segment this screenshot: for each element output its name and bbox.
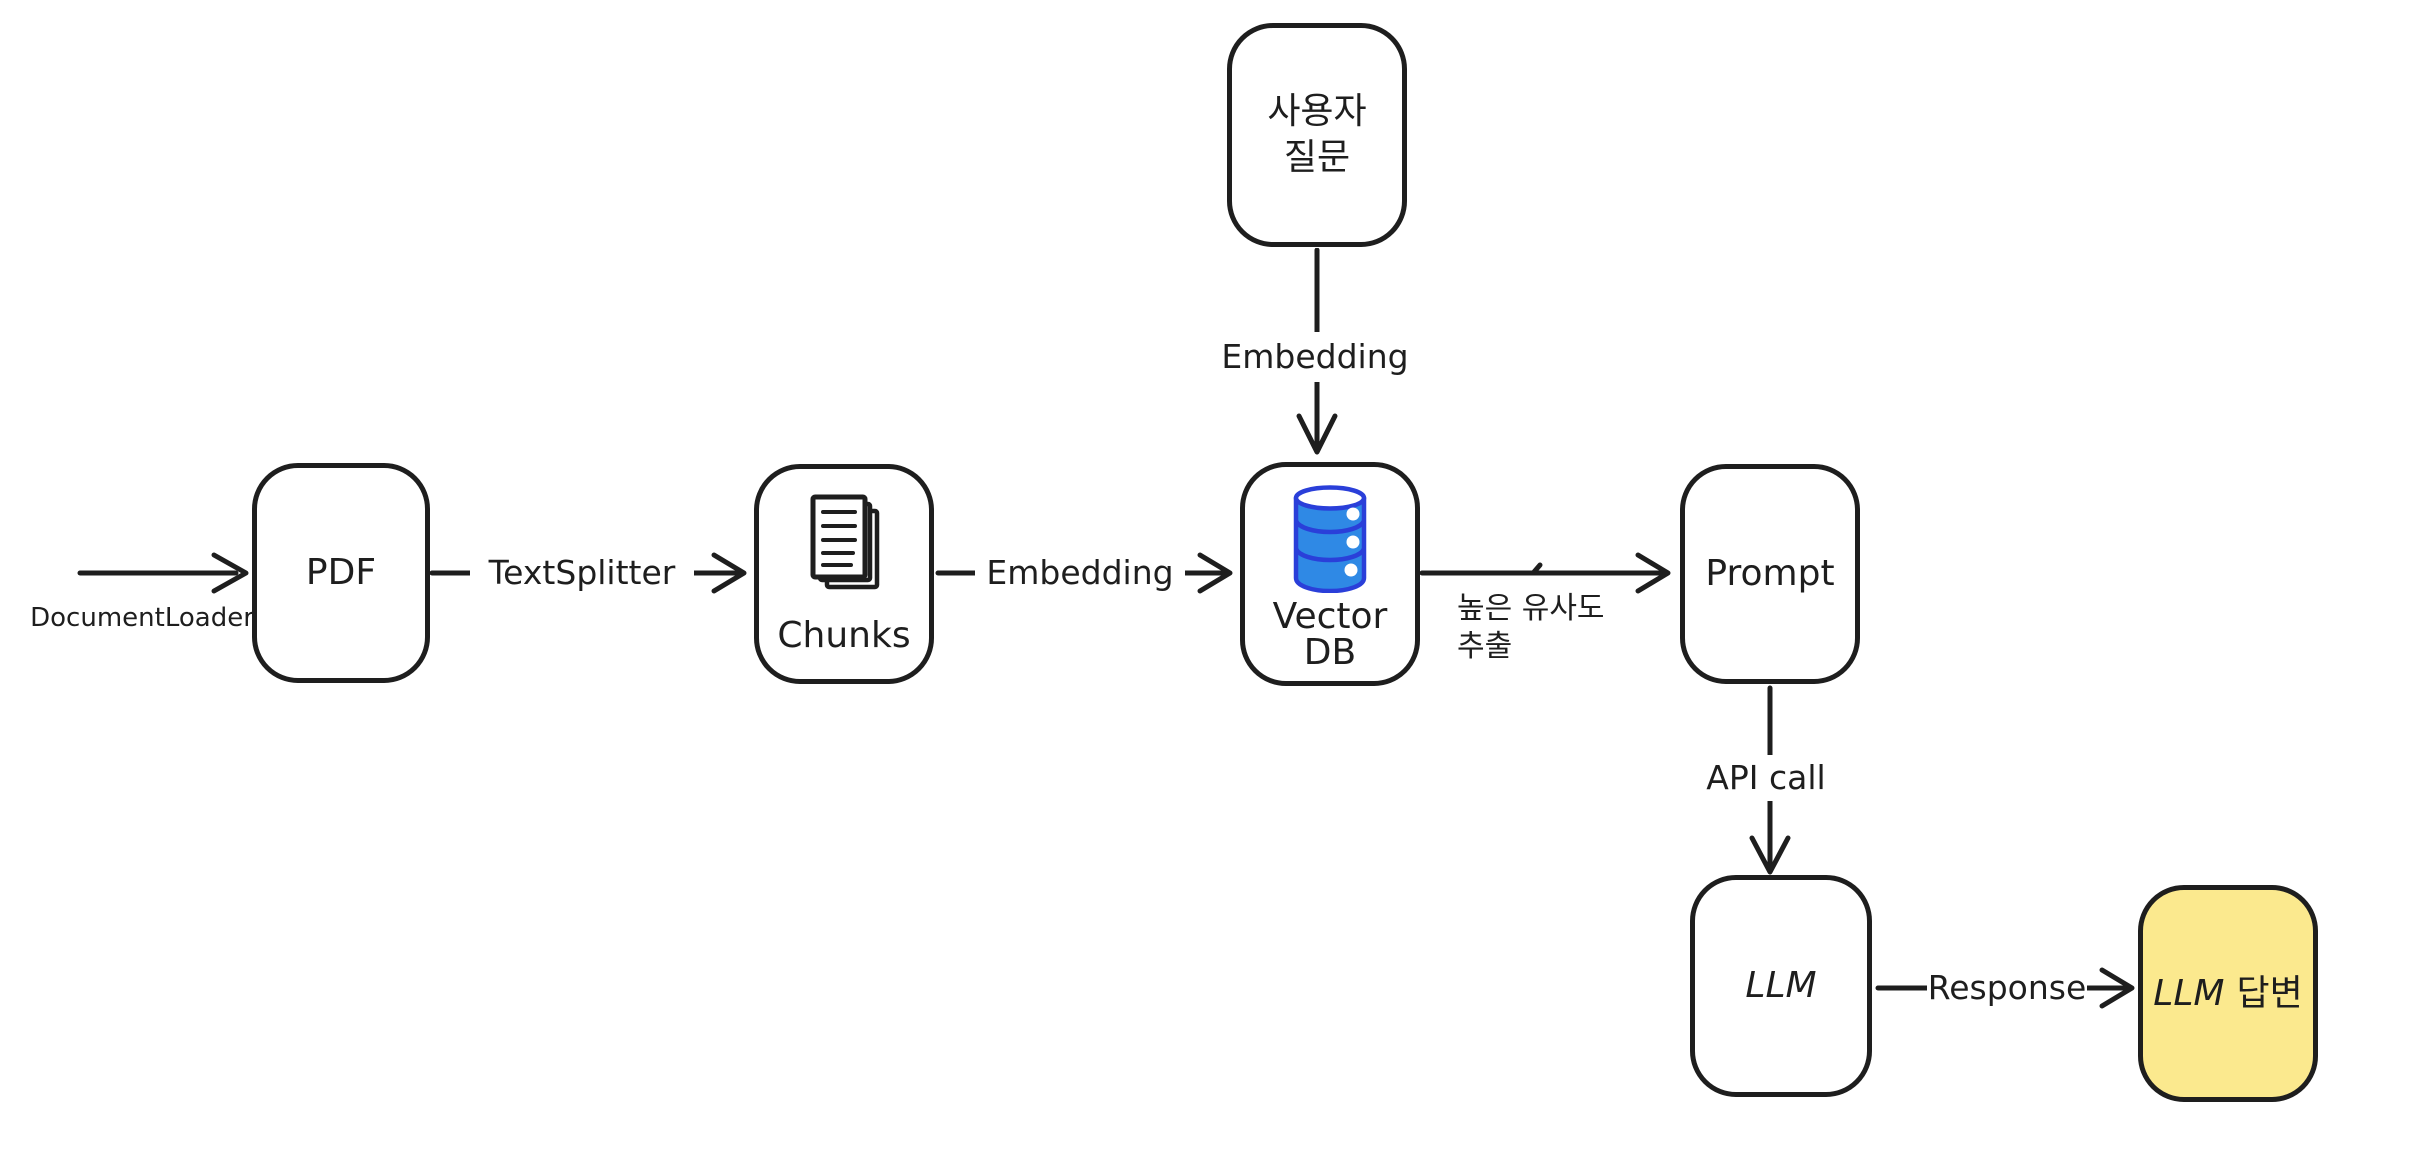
edge-label-response: Response — [1927, 964, 2087, 1012]
node-llm-answer: LLM 답변 — [2138, 885, 2318, 1102]
vector-db-line-2: DB — [1303, 632, 1357, 673]
pdf-label: PDF — [305, 552, 377, 593]
llm-answer-label-en: LLM — [2153, 972, 2225, 1014]
vector-db-line-1: Vector — [1272, 596, 1388, 637]
llm-label: LLM — [1745, 965, 1817, 1006]
chunks-label: Chunks — [777, 615, 911, 656]
llm-answer-label-ko: 답변 — [2236, 972, 2303, 1014]
edge-label-api-call: API call — [1692, 755, 1840, 801]
arrow-document-loader — [77, 552, 249, 594]
prompt-label: Prompt — [1705, 553, 1835, 594]
arrow-high-similarity — [1420, 552, 1671, 594]
node-llm: LLM — [1690, 875, 1872, 1097]
node-vector-db: Vector DB — [1240, 462, 1420, 686]
edge-label-embedding-query: Embedding — [1210, 332, 1420, 382]
user-question-line-1: 사용자 — [1267, 91, 1367, 132]
edge-label-embedding-documents: Embedding — [975, 550, 1185, 596]
stacked-documents-icon — [810, 494, 880, 590]
edge-label-high-similarity: 높은 유사도 추출 — [1457, 590, 1687, 666]
node-user-question: 사용자 질문 — [1227, 23, 1407, 247]
node-prompt: Prompt — [1680, 464, 1860, 684]
database-icon — [1293, 485, 1367, 593]
node-chunks: Chunks — [754, 464, 934, 684]
high-similarity-line-1: 높은 유사도 — [1457, 591, 1605, 626]
high-similarity-line-2: 추출 — [1457, 629, 1513, 664]
edge-label-text-splitter: TextSplitter — [470, 550, 694, 596]
user-question-line-2: 질문 — [1283, 137, 1351, 178]
edge-label-document-loader: DocumentLoader — [30, 603, 254, 633]
node-pdf: PDF — [252, 463, 430, 683]
